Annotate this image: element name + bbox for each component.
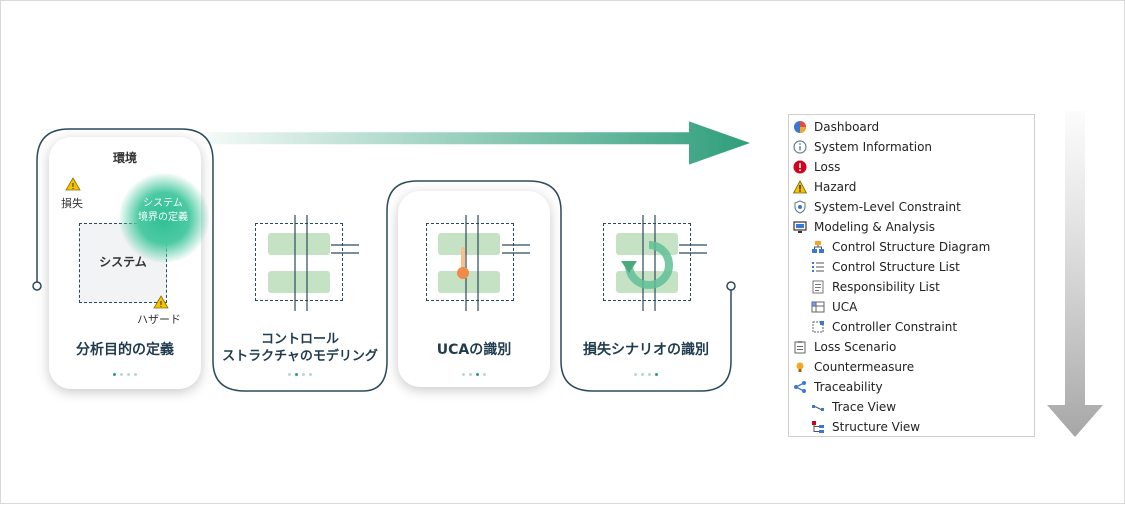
menu-item-label: Loss Scenario <box>814 340 897 354</box>
step1-caption: 分析目的の定義 <box>76 342 174 358</box>
flow-outline <box>32 128 736 392</box>
menu-item-label: Loss <box>814 160 841 174</box>
step2-boundary <box>255 223 343 301</box>
step2-links <box>294 215 359 311</box>
menu-item-countermeasure[interactable]: Countermeasure <box>789 357 1034 377</box>
step3-controller-bar <box>438 233 500 255</box>
menu-item-label: Traceability <box>814 380 883 394</box>
clipboard-icon <box>792 339 808 355</box>
hazard-warning-icon: ! <box>153 295 169 309</box>
menu-item-system-information[interactable]: System Information <box>789 137 1034 157</box>
menu-item-label: UCA <box>832 300 858 314</box>
menu-item-control-structure-list[interactable]: Control Structure List <box>789 257 1034 277</box>
bulb-icon <box>792 359 808 375</box>
svg-text:!: ! <box>71 182 74 191</box>
trace-icon <box>810 399 826 415</box>
menu-item-label: Structure View <box>832 420 921 434</box>
menu-item-modeling-analysis[interactable]: Modeling & Analysis <box>789 217 1034 237</box>
loss-label: 損失 <box>61 197 83 210</box>
structure-icon <box>810 419 826 435</box>
document-icon <box>810 279 826 295</box>
loss-warning-icon: ! <box>65 177 81 191</box>
flow-arrow <box>206 121 750 165</box>
step4-caption: 損失シナリオの識別 <box>583 342 709 358</box>
menu-item-label: Control Structure Diagram <box>832 240 991 254</box>
step4-links <box>642 215 707 311</box>
boundary-glow <box>119 173 209 263</box>
menu-item-label: System-Level Constraint <box>814 200 961 214</box>
menu-item-label: Countermeasure <box>814 360 915 374</box>
info-icon <box>792 139 808 155</box>
menu-item-label: Controller Constraint <box>832 320 958 334</box>
menu-item-controller-constraint[interactable]: Controller Constraint <box>789 317 1034 337</box>
menu-item-control-structure-diagram[interactable]: Control Structure Diagram <box>789 237 1034 257</box>
svg-text:!: ! <box>159 300 162 309</box>
menu-item-loss-scenario[interactable]: Loss Scenario <box>789 337 1034 357</box>
step3-card: UCAの識別 <box>398 191 550 387</box>
menu-item-uca[interactable]: UCA <box>789 297 1034 317</box>
step4-dots <box>561 373 731 379</box>
menu-item-system-level-constraint[interactable]: System-Level Constraint <box>789 197 1034 217</box>
step3-links <box>465 215 530 311</box>
pie-chart-icon <box>792 119 808 135</box>
step1-dots <box>49 373 201 379</box>
step2-controller-bar <box>268 233 330 255</box>
step1-card: 環境 ! 損失 システム システム 境界の定義 ! ハザード 分析目的の定義 <box>49 137 209 389</box>
step3-dots <box>398 373 550 379</box>
menu-item-label: Trace View <box>832 400 897 414</box>
loss-icon <box>792 159 808 175</box>
thermometer-icon <box>457 247 469 279</box>
refresh-cycle-icon <box>621 241 673 289</box>
step4-block: 損失シナリオの識別 <box>561 201 731 391</box>
step2-dots <box>213 373 387 379</box>
menu-item-label: System Information <box>814 140 933 154</box>
menu-item-trace-view[interactable]: Trace View <box>789 397 1034 417</box>
step3-caption: UCAの識別 <box>436 342 512 358</box>
hazard-label: ハザード <box>137 313 181 326</box>
table-icon <box>810 299 826 315</box>
menu-item-label: Dashboard <box>814 120 880 134</box>
menu-item-label: Responsibility List <box>832 280 940 294</box>
menu-item-responsibility-list[interactable]: Responsibility List <box>789 277 1034 297</box>
share-icon <box>792 379 808 395</box>
step3-boundary <box>426 223 514 301</box>
controller-icon <box>810 319 826 335</box>
menu-item-dashboard[interactable]: Dashboard <box>789 117 1034 137</box>
menu-item-traceability[interactable]: Traceability <box>789 377 1034 397</box>
step2-caption: コントロール ストラクチャのモデリング <box>222 332 378 364</box>
list-icon <box>810 259 826 275</box>
diagram-icon <box>810 239 826 255</box>
system-label: システム <box>99 255 147 269</box>
menu-item-label: Hazard <box>814 180 857 194</box>
hazard-icon <box>792 179 808 195</box>
constraint-icon <box>792 199 808 215</box>
step3-process-bar <box>438 271 500 293</box>
step2-block: コントロール ストラクチャのモデリング <box>213 201 387 391</box>
menu-item-label: Modeling & Analysis <box>814 220 936 234</box>
down-arrow <box>1047 111 1103 437</box>
environment-label: 環境 <box>112 151 137 165</box>
menu-item-label: Control Structure List <box>832 260 960 274</box>
step2-process-bar <box>268 271 330 293</box>
menu-item-loss[interactable]: Loss <box>789 157 1034 177</box>
step4-boundary <box>603 223 691 301</box>
menu-item-hazard[interactable]: Hazard <box>789 177 1034 197</box>
boundary-label: システム 境界の定義 <box>138 198 188 223</box>
modeling-icon <box>792 219 808 235</box>
menu-item-structure-view[interactable]: Structure View <box>789 417 1034 437</box>
